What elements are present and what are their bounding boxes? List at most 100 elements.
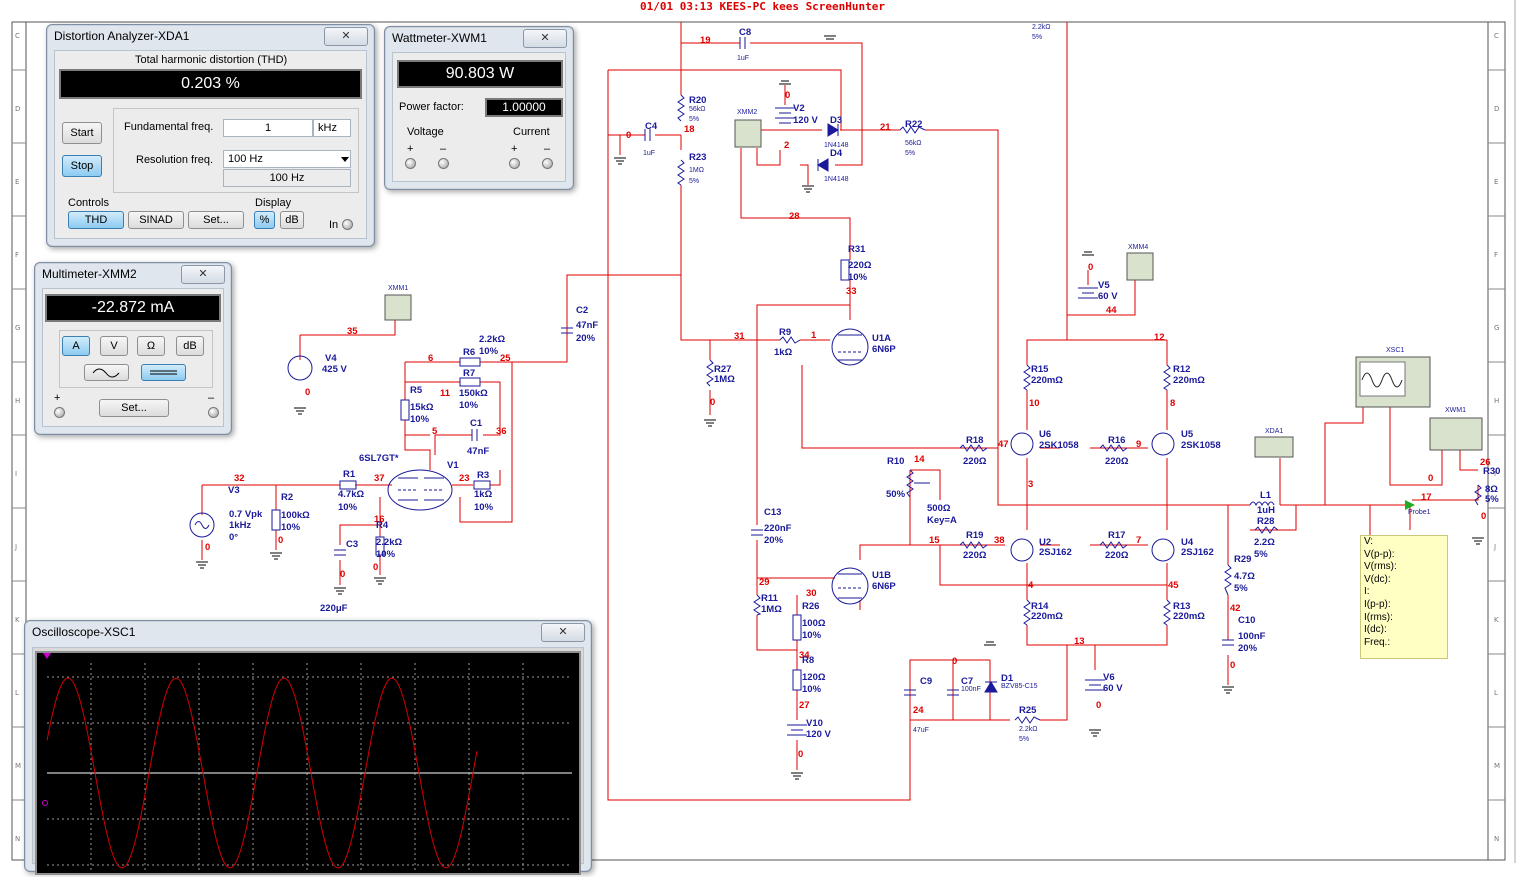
net-label: 0 — [1230, 660, 1235, 671]
minus-terminal[interactable] — [208, 407, 219, 418]
wattmeter-titlebar[interactable]: Wattmeter-XWM1 ✕ — [385, 27, 573, 49]
net-label: 0 — [1428, 473, 1433, 484]
voltage-minus-terminal[interactable] — [438, 158, 449, 169]
component-label: R29 — [1234, 554, 1251, 565]
ruler-mark: C — [15, 32, 20, 40]
db-button[interactable]: dB — [280, 211, 304, 229]
component-label: U6 — [1039, 429, 1051, 440]
percent-button[interactable]: % — [254, 211, 275, 229]
component-label: C1 — [470, 418, 483, 429]
net-label: 25 — [500, 353, 511, 364]
chevron-down-icon[interactable] — [341, 157, 349, 162]
component-label: 5% — [689, 116, 699, 123]
oscilloscope-titlebar[interactable]: Oscilloscope-XSC1 ✕ — [25, 621, 591, 643]
net-label: 0 — [952, 656, 957, 667]
component-label: 220mΩ — [1173, 611, 1205, 622]
component-label: XMM1 — [388, 285, 408, 292]
net-label: 45 — [1168, 580, 1179, 591]
decibel-button[interactable]: dB — [176, 336, 204, 356]
probe-line: V(rms): — [1364, 561, 1397, 573]
component-label: V3 — [228, 485, 240, 496]
in-terminal[interactable] — [342, 219, 353, 230]
ruler-mark: G — [15, 324, 21, 332]
component-label: V6 — [1103, 672, 1115, 683]
current-minus-terminal[interactable] — [542, 158, 553, 169]
thd-button[interactable]: THD — [68, 211, 124, 229]
component-label: 220Ω — [963, 456, 987, 467]
fund-freq-input[interactable]: 1 — [223, 119, 313, 137]
component-label: U2 — [1039, 537, 1051, 548]
close-icon[interactable]: ✕ — [324, 27, 368, 46]
probe-line: V(p-p): — [1364, 548, 1395, 560]
net-label: 0 — [278, 535, 283, 546]
probe-line: I(dc): — [1364, 624, 1387, 636]
net-label: 44 — [1106, 305, 1117, 316]
component-label: 120 V — [793, 115, 818, 126]
component-label: D4 — [830, 148, 843, 159]
multimeter-readout: -22.872 mA — [45, 294, 221, 322]
ruler-mark: H — [1494, 397, 1500, 405]
net-label: 42 — [1230, 603, 1241, 614]
component-label: 1N4148 — [824, 142, 849, 149]
ruler-mark: G — [1494, 324, 1500, 332]
component-label: 1MΩ — [714, 374, 735, 385]
minus-label: – — [208, 392, 215, 404]
component-label: Key=A — [927, 515, 957, 526]
component-label: 20% — [764, 535, 784, 546]
res-freq-select[interactable]: 100 Hz — [223, 150, 351, 168]
component-label: 5% — [1485, 494, 1499, 505]
current-plus-terminal[interactable] — [509, 158, 520, 169]
component-label: 1kΩ — [774, 347, 793, 358]
wattmeter-window[interactable]: Wattmeter-XWM1 ✕ 90.803 W Power factor: … — [384, 26, 574, 190]
stop-button[interactable]: Stop — [62, 155, 102, 177]
oscilloscope-window[interactable]: Oscilloscope-XSC1 ✕ — [24, 620, 592, 875]
multimeter-window[interactable]: Multimeter-XMM2 ✕ -22.872 mA A V Ω dB + … — [34, 262, 232, 435]
sinad-button[interactable]: SINAD — [128, 211, 184, 229]
component-label: 5% — [1254, 549, 1268, 560]
ruler-mark: N — [15, 835, 21, 843]
set-button[interactable]: Set... — [99, 399, 169, 417]
fund-unit-select[interactable]: kHz — [313, 119, 351, 137]
voltmeter-button[interactable]: V — [100, 336, 128, 356]
component-label: 10% — [802, 684, 822, 695]
distortion-analyzer-window[interactable]: Distortion Analyzer-XDA1 ✕ Total harmoni… — [46, 24, 375, 247]
dc-line-icon — [150, 370, 177, 375]
close-icon[interactable]: ✕ — [523, 29, 567, 48]
component-label: 500Ω — [927, 503, 951, 514]
net-label: 16 — [374, 514, 385, 525]
distortion-titlebar[interactable]: Distortion Analyzer-XDA1 ✕ — [47, 25, 374, 47]
close-icon[interactable]: ✕ — [181, 265, 225, 284]
close-icon[interactable]: ✕ — [541, 623, 585, 642]
set-button[interactable]: Set... — [188, 211, 244, 229]
ammeter-button[interactable]: A — [62, 336, 90, 356]
oscilloscope-client — [32, 647, 584, 875]
component-label: 220nF — [764, 523, 792, 534]
multimeter-title: Multimeter-XMM2 — [42, 267, 137, 281]
net-label: 0 — [340, 569, 345, 580]
component-label: V2 — [793, 103, 805, 114]
fund-freq-label: Fundamental freq. — [124, 121, 214, 133]
probe-line: V: — [1364, 536, 1374, 547]
dc-mode-button[interactable] — [141, 364, 186, 381]
voltage-plus-terminal[interactable] — [405, 158, 416, 169]
ruler-mark: M — [15, 762, 22, 770]
scope-screen[interactable] — [35, 651, 581, 875]
component-label: 2SK1058 — [1181, 440, 1221, 451]
ohmmeter-button[interactable]: Ω — [137, 336, 165, 356]
component-label: 6SL7GT* — [359, 453, 399, 464]
component-label: 2.2kΩ — [376, 537, 402, 548]
ac-mode-button[interactable] — [84, 364, 129, 381]
net-label: 29 — [759, 577, 770, 588]
component-label: 2.2kΩ — [479, 334, 505, 345]
component-label: C2 — [576, 305, 588, 316]
plus-terminal[interactable] — [54, 407, 65, 418]
start-button[interactable]: Start — [62, 122, 102, 144]
net-label: 19 — [700, 35, 711, 46]
net-label: 0 — [626, 130, 631, 141]
net-label: 8 — [1170, 398, 1175, 409]
multimeter-titlebar[interactable]: Multimeter-XMM2 ✕ — [35, 263, 231, 285]
component-label: 100nF — [961, 686, 981, 693]
freq-panel — [113, 108, 359, 193]
